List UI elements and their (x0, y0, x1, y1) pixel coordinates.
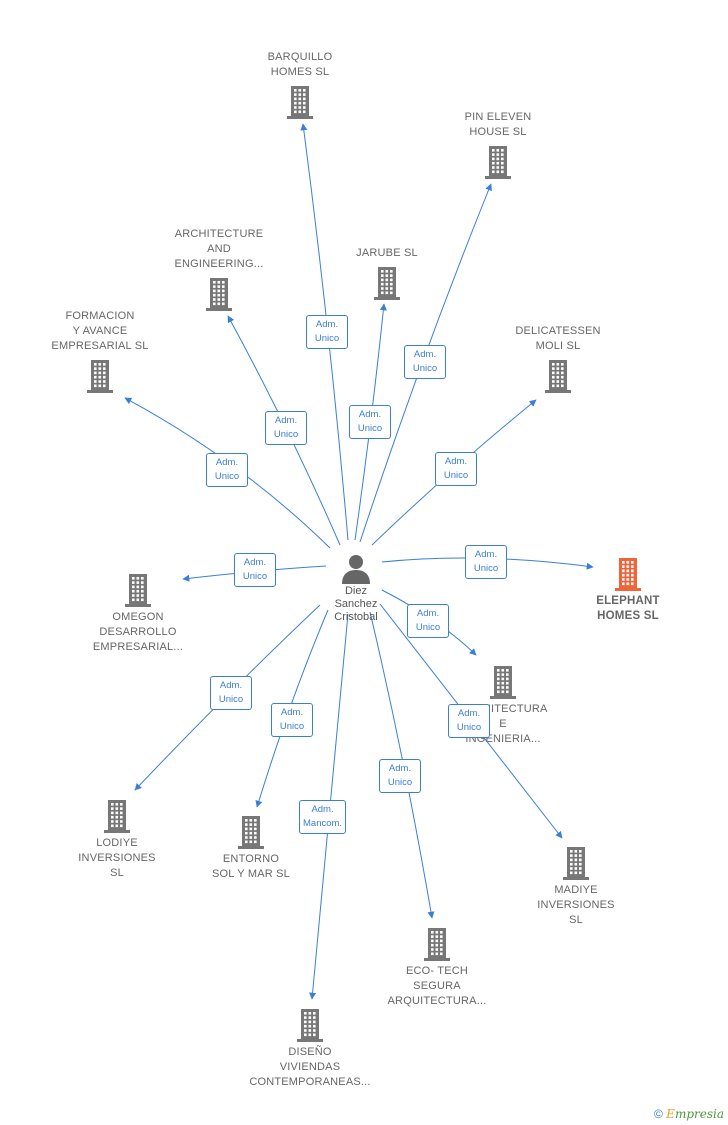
company-name: PIN ELEVEN HOUSE SL (464, 111, 532, 138)
building-icon (424, 928, 450, 961)
copyright-symbol: © (653, 1107, 663, 1121)
company-name: OMEGON DESARROLLO EMPRESARIAL... (92, 611, 184, 653)
company-name: DISEÑO VIVIENDAS CONTEMPORANEAS... (249, 1046, 371, 1088)
building-icon (287, 86, 313, 119)
relation-badge-pineleven[interactable]: Adm. Unico (404, 345, 446, 379)
building-icon (206, 278, 232, 311)
company-node-formacion[interactable]: FORMACION Y AVANCE EMPRESARIAL SL (30, 309, 170, 394)
person-node[interactable]: Diez Sanchez Cristobal (320, 553, 392, 624)
company-node-elephant[interactable]: ELEPHANT HOMES SL (558, 556, 698, 624)
company-name: FORMACION Y AVANCE EMPRESARIAL SL (51, 310, 149, 352)
company-node-barquillo[interactable]: BARQUILLO HOMES SL (230, 50, 370, 120)
relation-badge-diseno[interactable]: Adm. Mancom. (299, 800, 347, 834)
relation-badge-omegon[interactable]: Adm. Unico (234, 553, 276, 587)
company-node-delicatessen[interactable]: DELICATESSEN MOLI SL (488, 324, 628, 394)
relation-badge-delicatessen[interactable]: Adm. Unico (435, 452, 477, 486)
building-icon (615, 558, 641, 591)
building-icon (238, 816, 264, 849)
company-name: DELICATESSEN MOLI SL (515, 325, 601, 352)
company-node-jarube[interactable]: JARUBE SL (317, 246, 457, 301)
relation-badge-lodiye[interactable]: Adm. Unico (210, 676, 252, 710)
building-icon (374, 267, 400, 300)
company-node-ecotech[interactable]: ECO- TECH SEGURA ARQUITECTURA... (367, 926, 507, 1009)
company-node-diseno[interactable]: DISEÑO VIVIENDAS CONTEMPORANEAS... (240, 1007, 380, 1090)
company-node-lodiye[interactable]: LODIYE INVERSIONES SL (47, 798, 187, 881)
company-name: ARCHITECTURE AND ENGINEERING... (174, 228, 264, 270)
company-node-entorno[interactable]: ENTORNO SOL Y MAR SL (181, 814, 321, 882)
company-node-madiye[interactable]: MADIYE INVERSIONES SL (506, 845, 646, 928)
building-icon (545, 360, 571, 393)
relation-badge-ecotech[interactable]: Adm. Unico (379, 759, 421, 793)
person-name: Diez Sanchez Cristobal (334, 585, 378, 623)
person-icon (342, 555, 370, 584)
brand-name: mpresia (674, 1107, 724, 1121)
relation-badge-barquillo[interactable]: Adm. Unico (306, 315, 348, 349)
relation-badge-entorno[interactable]: Adm. Unico (271, 703, 313, 737)
company-name: ENTORNO SOL Y MAR SL (211, 853, 290, 880)
company-name: ELEPHANT HOMES SL (596, 595, 660, 622)
footer-brand: © Empresia (654, 1107, 724, 1121)
company-node-omegon[interactable]: OMEGON DESARROLLO EMPRESARIAL... (68, 572, 208, 655)
relation-badge-jarube[interactable]: Adm. Unico (349, 405, 391, 439)
company-name: MADIYE INVERSIONES SL (537, 884, 615, 926)
building-icon (485, 146, 511, 179)
relation-badge-arquitectura[interactable]: Adm. Unico (407, 604, 449, 638)
company-node-architecture[interactable]: ARCHITECTURE AND ENGINEERING... (149, 227, 289, 312)
relation-badge-madiye[interactable]: Adm. Unico (448, 704, 490, 738)
building-icon (125, 574, 151, 607)
building-icon (87, 360, 113, 393)
company-name: LODIYE INVERSIONES SL (78, 837, 156, 879)
brand-initial: E (666, 1107, 675, 1121)
company-name: BARQUILLO HOMES SL (267, 51, 333, 78)
company-name: ECO- TECH SEGURA ARQUITECTURA... (387, 965, 487, 1007)
relation-badge-architecture[interactable]: Adm. Unico (265, 411, 307, 445)
building-icon (104, 800, 130, 833)
building-icon (490, 666, 516, 699)
relation-badge-formacion[interactable]: Adm. Unico (206, 453, 248, 487)
relation-badge-elephant[interactable]: Adm. Unico (465, 545, 507, 579)
company-name: JARUBE SL (356, 247, 418, 259)
building-icon (563, 847, 589, 880)
building-icon (297, 1009, 323, 1042)
company-node-pineleven[interactable]: PIN ELEVEN HOUSE SL (428, 110, 568, 180)
